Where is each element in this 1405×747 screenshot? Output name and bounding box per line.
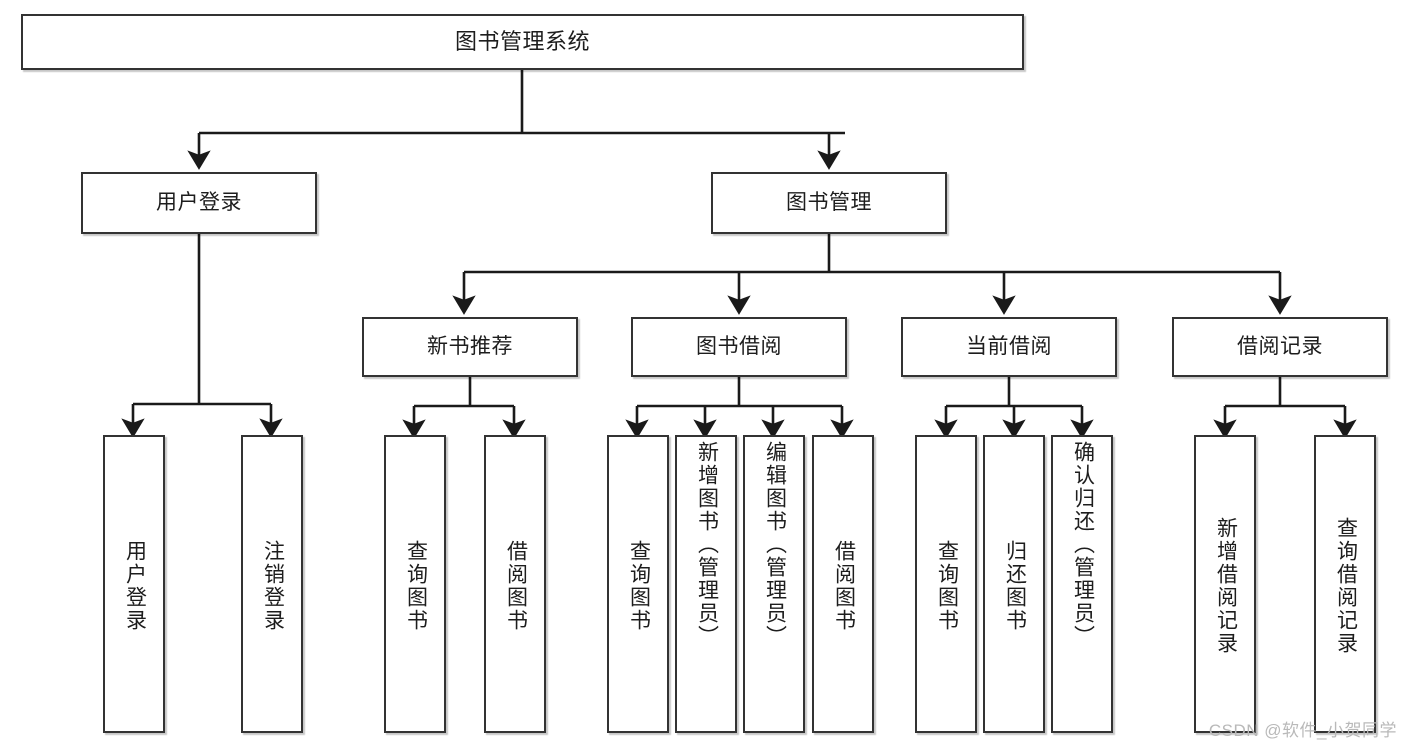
leaf-user-login[interactable]: 用户登录 [103, 435, 165, 733]
leaf-query-book-newbook[interactable]: 查询图书 [384, 435, 446, 733]
leaf-borrow-book-newbook-label: 借阅图书 [504, 540, 528, 632]
node-user-login[interactable]: 用户登录 [81, 172, 317, 234]
leaf-edit-book-admin[interactable]: 编辑图书（管理员） [743, 435, 805, 733]
leaf-borrow-book-borrow[interactable]: 借阅图书 [812, 435, 874, 733]
node-new-book-recommend[interactable]: 新书推荐 [362, 317, 578, 377]
leaf-return-book[interactable]: 归还图书 [983, 435, 1045, 733]
leaf-borrow-book-newbook[interactable]: 借阅图书 [484, 435, 546, 733]
leaf-add-book-admin-label: 新增图书（管理员） [695, 441, 719, 648]
node-book-borrow[interactable]: 图书借阅 [631, 317, 847, 377]
leaf-logout[interactable]: 注销登录 [241, 435, 303, 733]
node-root[interactable]: 图书管理系统 [21, 14, 1024, 70]
node-new-book-recommend-label: 新书推荐 [427, 334, 513, 358]
node-book-management-label: 图书管理 [786, 190, 872, 214]
leaf-return-book-label: 归还图书 [1003, 540, 1027, 632]
leaf-query-book-current[interactable]: 查询图书 [915, 435, 977, 733]
node-borrow-record[interactable]: 借阅记录 [1172, 317, 1388, 377]
leaf-add-book-admin[interactable]: 新增图书（管理员） [675, 435, 737, 733]
leaf-user-login-label: 用户登录 [123, 540, 147, 632]
node-book-borrow-label: 图书借阅 [696, 334, 782, 358]
leaf-query-book-newbook-label: 查询图书 [404, 540, 428, 632]
node-current-borrow-label: 当前借阅 [966, 334, 1052, 358]
node-user-login-label: 用户登录 [156, 190, 242, 214]
leaf-confirm-return-admin-label: 确认归还（管理员） [1071, 441, 1095, 648]
leaf-add-borrow-record-label: 新增借阅记录 [1214, 517, 1238, 655]
leaf-edit-book-admin-label: 编辑图书（管理员） [763, 441, 787, 648]
leaf-add-borrow-record[interactable]: 新增借阅记录 [1194, 435, 1256, 733]
leaf-query-borrow-record-label: 查询借阅记录 [1334, 517, 1358, 655]
leaf-query-book-borrow-label: 查询图书 [627, 540, 651, 632]
leaf-confirm-return-admin[interactable]: 确认归还（管理员） [1051, 435, 1113, 733]
leaf-query-book-borrow[interactable]: 查询图书 [607, 435, 669, 733]
watermark-text: CSDN @软件_小贺同学 [1208, 721, 1397, 740]
node-root-label: 图书管理系统 [454, 29, 590, 55]
node-borrow-record-label: 借阅记录 [1237, 334, 1323, 358]
leaf-logout-label: 注销登录 [261, 540, 285, 632]
node-current-borrow[interactable]: 当前借阅 [901, 317, 1117, 377]
leaf-borrow-book-borrow-label: 借阅图书 [832, 540, 856, 632]
leaf-query-book-current-label: 查询图书 [935, 540, 959, 632]
leaf-query-borrow-record[interactable]: 查询借阅记录 [1314, 435, 1376, 733]
node-book-management[interactable]: 图书管理 [711, 172, 947, 234]
